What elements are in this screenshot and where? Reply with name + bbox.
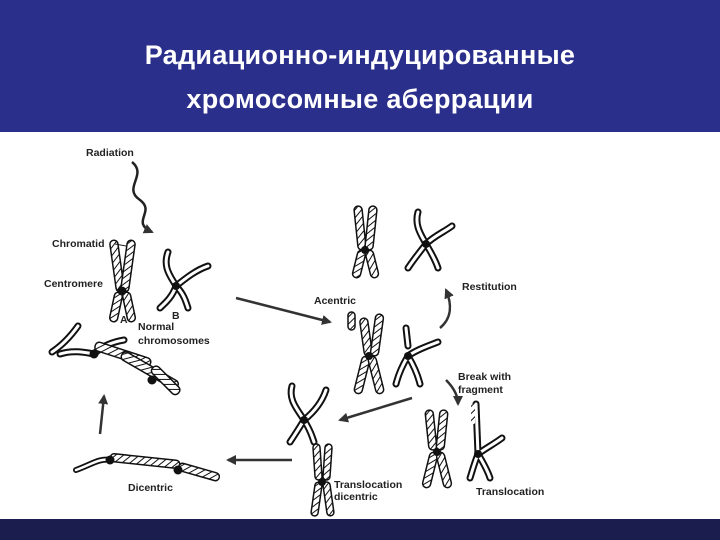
label-restitution: Restitution <box>462 281 517 293</box>
arrow-up-to-dicentric-cross <box>98 394 109 435</box>
label-chromatid: Chromatid <box>52 238 105 250</box>
label-radiation: Radiation <box>86 147 134 159</box>
label-fragment: fragment <box>458 384 503 396</box>
acentric-chromosome-pair <box>351 205 380 279</box>
label-translocation: Translocation <box>476 486 544 498</box>
label-break-with: Break with <box>458 371 511 383</box>
slide-title-line-1: Радиационно-индуцированные <box>144 40 576 70</box>
label-translocation-dicentric-2: dicentric <box>334 491 378 503</box>
normal-chromosome-b <box>156 248 212 312</box>
translocation-dicentric-lower <box>310 443 335 517</box>
label-b: B <box>172 310 180 322</box>
translocation-white <box>466 400 506 482</box>
arrow-to-break <box>235 296 332 325</box>
label-acentric: Acentric <box>314 295 356 307</box>
translocation-hatched <box>421 409 453 489</box>
break-fragment-arrow <box>445 379 463 406</box>
translocation-dicentric-upper <box>286 382 330 446</box>
restitution-arrow <box>439 288 454 329</box>
label-centromere: Centromere <box>44 278 103 290</box>
title-banner: Радиационно-индуцированные хромосомные а… <box>0 0 720 132</box>
dicentric-cross-formation <box>48 322 181 396</box>
footer-bar <box>0 519 720 540</box>
slide-title-line-2: хромосомные аберрации <box>186 84 534 114</box>
chromatid-leader-line <box>114 243 127 247</box>
label-dicentric: Dicentric <box>128 482 173 494</box>
label-normal: Normal <box>138 321 174 333</box>
label-translocation-dicentric-1: Translocation <box>334 479 402 491</box>
label-chromosomes: chromosomes <box>138 335 210 347</box>
arrow-to-translocation-dicentric <box>338 396 413 423</box>
broken-chromosome-pair <box>347 311 385 395</box>
radiation-wave-arrow <box>131 161 154 234</box>
acentric-partner-chromosome <box>404 208 456 272</box>
label-a: A <box>120 314 128 326</box>
broken-partner-chromosome <box>392 324 442 388</box>
normal-chromosome-a <box>108 239 137 323</box>
dicentric-chromosome <box>73 453 221 482</box>
